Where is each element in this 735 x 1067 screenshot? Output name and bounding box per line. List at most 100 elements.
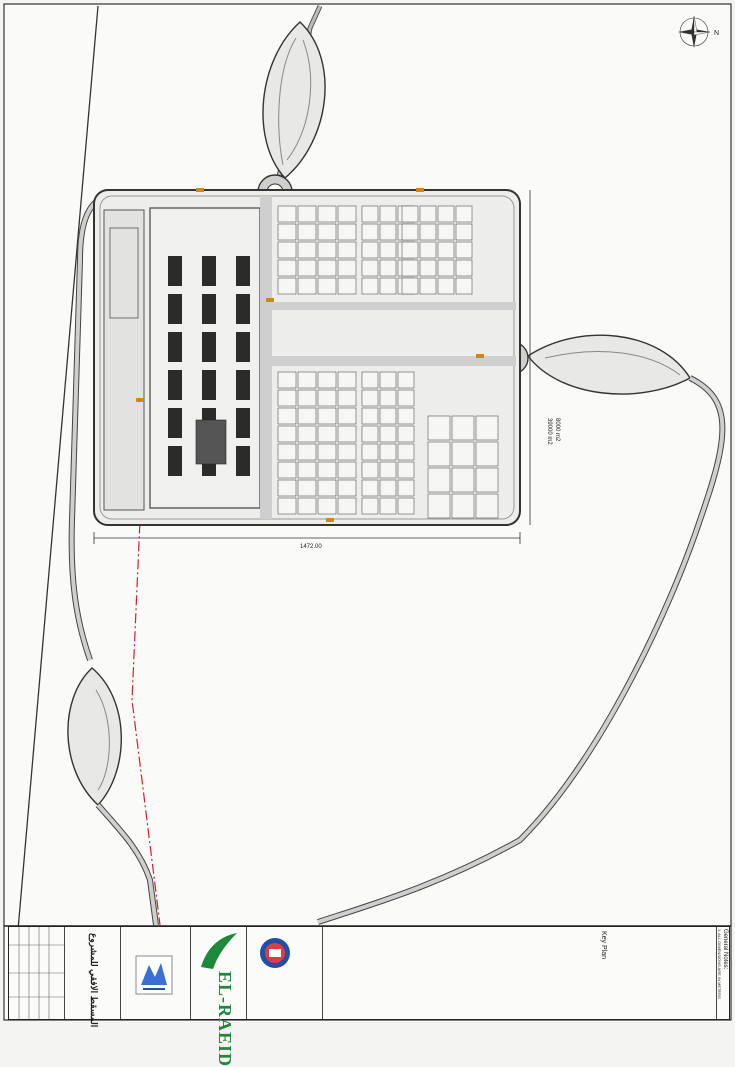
industrial-plot [317, 497, 337, 515]
industrial-plot [451, 493, 475, 519]
industrial-plot [317, 205, 337, 223]
industrial-plot [379, 479, 397, 497]
industrial-plot [361, 241, 379, 259]
industrial-plot [361, 205, 379, 223]
warehouse-building [202, 256, 216, 286]
warehouse-building [236, 294, 250, 324]
area-label-2: 8000 m2 [554, 418, 560, 442]
industrial-plot [337, 443, 357, 461]
industrial-plot [379, 443, 397, 461]
industrial-plot [277, 425, 297, 443]
industrial-plot [361, 277, 379, 295]
industrial-plot [297, 425, 317, 443]
dimension-marker [196, 188, 204, 192]
central-road [260, 196, 272, 519]
industrial-plot [379, 497, 397, 515]
dimension-markers [136, 188, 484, 522]
warehouse-building [236, 370, 250, 400]
industrial-plot [277, 479, 297, 497]
industrial-plot [361, 407, 379, 425]
industrial-plot [379, 389, 397, 407]
brand-cell: EL-RAEID [191, 927, 247, 1067]
industrial-plot [317, 241, 337, 259]
industrial-plot [361, 259, 379, 277]
industrial-plot [397, 479, 415, 497]
title-block: المسقط الافقي للمشروع EL-RAEID Key Plan … [8, 926, 730, 1067]
industrial-plot [317, 371, 337, 389]
warehouse-building [168, 294, 182, 324]
industrial-plot [419, 223, 437, 241]
industrial-plot [451, 467, 475, 493]
industrial-plot [397, 461, 415, 479]
industrial-plot [397, 443, 415, 461]
industrial-plot [337, 425, 357, 443]
master-plan-sheet: 1472.00 39000 m2 8000 m2 N [3, 3, 732, 1021]
industrial-plot [317, 259, 337, 277]
industrial-plot [337, 497, 357, 515]
industrial-plot [475, 467, 499, 493]
industrial-plot [427, 467, 451, 493]
industrial-plot [317, 407, 337, 425]
warehouse-building [236, 332, 250, 362]
dimension-marker [136, 398, 144, 402]
industrial-plot [277, 205, 297, 223]
industrial-plot [361, 497, 379, 515]
storage-yard [195, 419, 227, 465]
industrial-plot [379, 371, 397, 389]
industrial-plot [337, 461, 357, 479]
industrial-plot [455, 259, 473, 277]
industrial-plot [401, 241, 419, 259]
project-title-cell: المسقط الافقي للمشروع [65, 927, 121, 1027]
industrial-plot [379, 277, 397, 295]
industrial-plot [379, 461, 397, 479]
warehouse-building [168, 370, 182, 400]
warehouse-building [202, 332, 216, 362]
industrial-plot [427, 441, 451, 467]
industrial-plot [437, 223, 455, 241]
industrial-plot [419, 259, 437, 277]
industrial-plot [379, 241, 397, 259]
industrial-plot [379, 205, 397, 223]
warehouse-building [168, 408, 182, 438]
industrial-plot [337, 205, 357, 223]
industrial-plot [419, 205, 437, 223]
industrial-plot [297, 371, 317, 389]
industrial-plot [451, 415, 475, 441]
industrial-plot [455, 277, 473, 295]
warehouse-building [236, 256, 250, 286]
industrial-plot [277, 241, 297, 259]
industrial-plot [317, 461, 337, 479]
industrial-plot [297, 497, 317, 515]
industrial-plot [317, 389, 337, 407]
industrial-plot [277, 259, 297, 277]
industrial-plot [455, 205, 473, 223]
internal-road-east-west [272, 356, 516, 366]
project-title: المسقط الافقي للمشروع [89, 933, 99, 1028]
industrial-plot [297, 259, 317, 277]
warehouse-building [236, 408, 250, 438]
industrial-plot [419, 241, 437, 259]
area-label-1: 39000 m2 [546, 418, 552, 445]
industrial-plot [427, 493, 451, 519]
brand-swoosh-icon [201, 933, 237, 969]
svg-text:N: N [714, 30, 719, 37]
industrial-plot [337, 479, 357, 497]
industrial-plot [401, 223, 419, 241]
industrial-plot [361, 461, 379, 479]
industrial-plot [361, 389, 379, 407]
warehouse-building [168, 446, 182, 476]
dimension-marker [416, 188, 424, 192]
industrial-plot [379, 425, 397, 443]
warehouse-building [168, 332, 182, 362]
industrial-plot [397, 497, 415, 515]
industrial-plot [277, 407, 297, 425]
industrial-plot [277, 443, 297, 461]
industrial-plot [337, 277, 357, 295]
industrial-plot [397, 389, 415, 407]
industrial-plot [475, 493, 499, 519]
industrial-plot [401, 259, 419, 277]
dimension-marker [476, 354, 484, 358]
warehouse-buildings [168, 256, 250, 476]
industrial-plot [361, 479, 379, 497]
industrial-plot [361, 223, 379, 241]
